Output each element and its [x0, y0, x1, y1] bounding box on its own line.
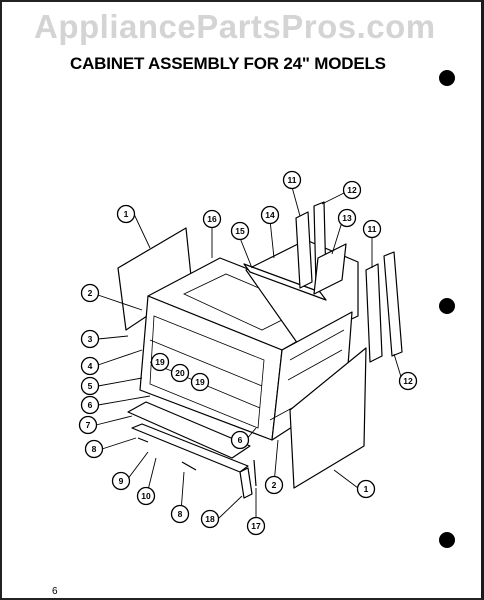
svg-text:12: 12: [403, 376, 413, 386]
svg-text:11: 11: [288, 175, 297, 185]
binder-hole-middle: [439, 298, 455, 314]
binder-hole-bottom: [439, 532, 455, 548]
svg-text:17: 17: [251, 521, 261, 531]
svg-text:10: 10: [141, 491, 151, 501]
callout-part-15: 15: [230, 221, 250, 241]
svg-text:6: 6: [88, 400, 93, 410]
svg-text:1: 1: [364, 484, 369, 494]
rear-strip: [243, 263, 327, 301]
front-lower-frame: [127, 401, 251, 459]
callout-part-7: 7: [78, 415, 98, 435]
svg-text:2: 2: [88, 288, 93, 298]
callout-part-2-bottom: 2: [264, 475, 284, 495]
svg-text:12: 12: [347, 185, 357, 195]
svg-text:3: 3: [88, 334, 93, 344]
callout-part-1-right: 1: [356, 479, 376, 499]
svg-text:1: 1: [124, 209, 129, 219]
svg-text:14: 14: [265, 210, 275, 220]
callout-part-17: 17: [246, 516, 266, 536]
svg-text:9: 9: [119, 476, 124, 486]
callout-part-11-right: 11: [362, 219, 382, 239]
svg-text:4: 4: [88, 361, 93, 371]
svg-text:7: 7: [86, 420, 91, 430]
svg-text:8: 8: [178, 509, 183, 519]
callout-part-8-bottom: 8: [170, 504, 190, 524]
callout-part-18: 18: [200, 509, 220, 529]
svg-text:19: 19: [155, 357, 165, 367]
callout-part-13: 13: [337, 208, 357, 228]
callout-part-12-top: 12: [342, 180, 362, 200]
svg-text:11: 11: [368, 224, 377, 234]
callout-part-10: 10: [136, 486, 156, 506]
rail-right-12: [383, 251, 403, 357]
rail-left: [295, 211, 313, 289]
callout-part-12-right: 12: [398, 371, 418, 391]
svg-text:6: 6: [238, 435, 243, 445]
svg-text:13: 13: [342, 213, 352, 223]
svg-text:20: 20: [175, 368, 185, 378]
svg-text:15: 15: [235, 226, 245, 236]
callout-part-1-left: 1: [116, 204, 136, 224]
callout-part-3: 3: [80, 329, 100, 349]
callout-part-9: 9: [111, 471, 131, 491]
watermark: AppliancePartsPros.com: [34, 8, 436, 45]
callout-part-6-right: 6: [230, 430, 250, 450]
binder-hole-top: [439, 70, 455, 86]
leveling-leg-18: [239, 467, 253, 499]
callout-part-19-b: 19: [190, 372, 210, 392]
right-side-panel: [289, 347, 367, 489]
callout-part-14: 14: [260, 205, 280, 225]
callout-part-20: 20: [170, 363, 190, 383]
svg-text:16: 16: [207, 214, 217, 224]
rail-right-11: [365, 263, 383, 363]
callout-part-19-a: 19: [150, 352, 170, 372]
svg-text:5: 5: [88, 381, 93, 391]
callout-part-5: 5: [80, 376, 100, 396]
callout-part-11-top: 11: [282, 170, 302, 190]
svg-text:8: 8: [92, 444, 97, 454]
diagram-title: CABINET ASSEMBLY FOR 24" MODELS: [70, 54, 386, 73]
bracket-13: [313, 243, 347, 295]
callout-part-16: 16: [202, 209, 222, 229]
svg-text:18: 18: [205, 514, 215, 524]
callout-part-4: 4: [80, 356, 100, 376]
page-number: 6: [52, 586, 58, 597]
callout-part-2-left: 2: [80, 283, 100, 303]
svg-text:19: 19: [195, 377, 205, 387]
callout-part-8-left: 8: [84, 439, 104, 459]
svg-text:2: 2: [272, 480, 277, 490]
callout-part-6-left: 6: [80, 395, 100, 415]
kick-plate: [131, 423, 249, 473]
